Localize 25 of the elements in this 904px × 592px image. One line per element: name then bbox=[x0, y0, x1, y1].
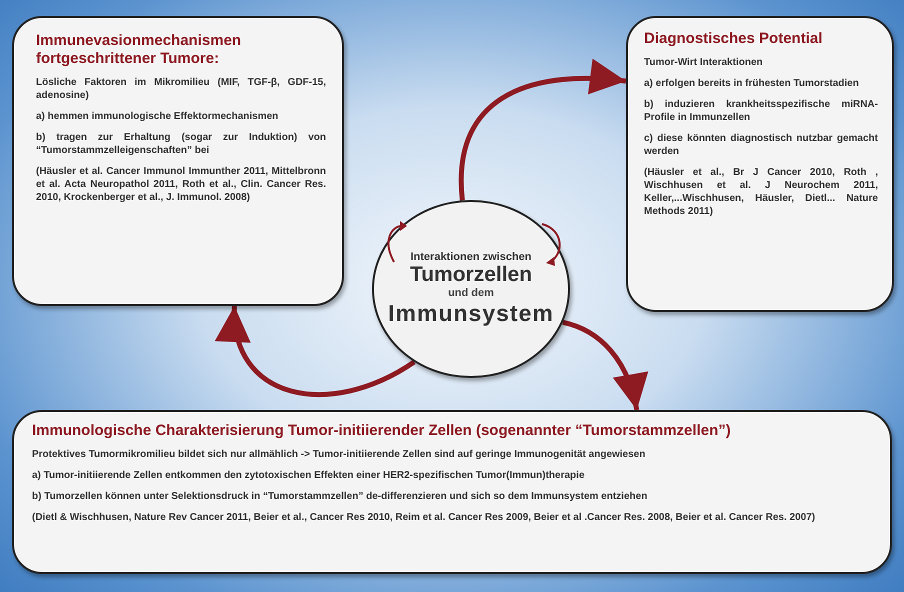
box-text: (Häusler et al., Br J Cancer 2010, Roth , Wischhusen et al. J Neurochem 2011, Keller,...Wischhusen, Häusler, Dietl... Nature Methods 2011) bbox=[644, 166, 878, 218]
box-text: a) erfolgen bereits in frühesten Tumorstadien bbox=[644, 77, 860, 90]
box-text: b) Tumorzellen können unter Selektionsdruck in “Tumorstammzellen” de-differenzieren und sich so dem Immunsystem entziehen bbox=[32, 490, 648, 503]
box-text: Protektives Tumormikromilieu bildet sich nur allmählich -> Tumor-initiierende Zellen sind auf geringe Immunogenität angewiesen bbox=[32, 448, 646, 461]
curved-arrow bbox=[562, 320, 647, 411]
box-text: c) diese könnten diagnostisch nutzbar gemacht werden bbox=[644, 132, 878, 158]
box-text: b) tragen zur Erhaltung (sogar zur Induktion) von “Tumorstammzelleigenschaften” bei bbox=[36, 131, 326, 157]
center-title: Tumorzellen bbox=[410, 263, 532, 287]
curved-arrow bbox=[458, 60, 626, 200]
center-text: und dem bbox=[448, 287, 494, 299]
rounded-box bbox=[12, 410, 892, 574]
center-text: Interaktionen zwischen bbox=[410, 251, 532, 263]
box-text: Tumor-Wirt Interaktionen bbox=[644, 56, 764, 69]
box-text: (Dietl & Wischhusen, Nature Rev Cancer 2011, Beier et al., Cancer Res 2010, Reim et al. Cancer Res 2009, Beier et al .Cancer Res. 2008, Beier et al. Cancer Res. 2007) bbox=[32, 511, 816, 524]
box-heading: Immunevasionmechanismen fortgeschrittener Tumore: bbox=[36, 32, 242, 68]
center-title: Immunsystem bbox=[388, 299, 554, 327]
box-text: a) hemmen immunologische Effektormechanismen bbox=[36, 110, 280, 123]
box-text: a) Tumor-initiierende Zellen entkommen den zytotoxischen Effekten einer HER2-spezifischen Tumor(Immun)therapie bbox=[32, 469, 586, 482]
box-text: b) induzieren krankheitsspezifische miRNA-Profile in Immunzellen bbox=[644, 98, 878, 124]
rounded-box bbox=[626, 16, 894, 312]
rounded-box bbox=[12, 16, 344, 306]
box-heading: Diagnostisches Potential bbox=[644, 30, 824, 48]
box-heading: Immunologische Charakterisierung Tumor-initiierender Zellen (sogenannter “Tumorstammzellen”) bbox=[32, 422, 732, 440]
box-text: Lösliche Faktoren im Mikromilieu (MIF, TGF-β, GDF-15, adenosine) bbox=[36, 76, 326, 102]
box-text: (Häusler et al. Cancer Immunol Immunther 2011, Mittelbronn et al. Acta Neuropathol 2011, Roth et al., Clin. Cancer Res. 2010, Krockenberger et al., J. Immunol. 2008) bbox=[36, 165, 326, 204]
